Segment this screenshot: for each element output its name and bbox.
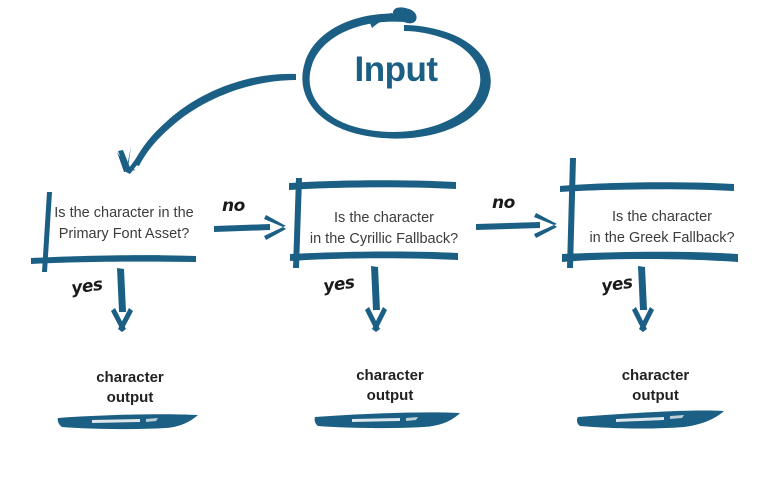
output-1-label: character output [50, 368, 210, 409]
output-2-underline [314, 412, 460, 429]
output-2-label: character output [305, 366, 475, 407]
arrow-decision-1-yes-down [111, 268, 133, 332]
edge-label-no-2: no [492, 193, 515, 213]
output-3-line2: output [632, 387, 679, 405]
arrow-decision-3-yes-down [632, 266, 654, 332]
output-3-underline [576, 410, 724, 429]
output-1-underline [57, 414, 199, 430]
decision-3-question-line2: in the Greek Fallback? [589, 230, 735, 247]
decision-2-question-line2: in the Cyrillic Fallback? [309, 231, 459, 248]
decision-2-question-line1: Is the character [334, 210, 434, 226]
input-node-label: Input [354, 50, 438, 89]
output-1-line2: output [106, 389, 154, 407]
output-1-line1: character [96, 369, 164, 386]
arrow-input-to-decision-1 [117, 73, 296, 174]
decision-1-question: Is the character in the Primary Font Ass… [30, 203, 218, 245]
decision-box-2-frame [289, 178, 458, 268]
decision-box-1-frame [31, 192, 196, 272]
input-ellipse-icon [302, 7, 491, 139]
decision-box-3-frame [560, 158, 738, 268]
arrow-decision-1-to-decision-2 [214, 215, 286, 240]
decision-1-question-line2: Primary Font Asset? [58, 226, 190, 243]
output-2-line1: character [356, 367, 424, 384]
arrow-decision-2-yes-down [365, 266, 387, 332]
output-3-line1: character [621, 367, 690, 384]
output-2-line2: output [366, 387, 414, 405]
edge-label-no-1: no [222, 196, 245, 216]
decision-1-question-line1: Is the character in the [54, 205, 194, 221]
decision-3-question: Is the character in the Greek Fallback? [578, 207, 746, 249]
decision-2-question: Is the character in the Cyrillic Fallbac… [300, 208, 468, 250]
output-3-label: character output [568, 366, 743, 407]
arrow-decision-2-to-decision-3 [476, 213, 557, 238]
decision-3-question-line1: Is the character [612, 209, 712, 225]
